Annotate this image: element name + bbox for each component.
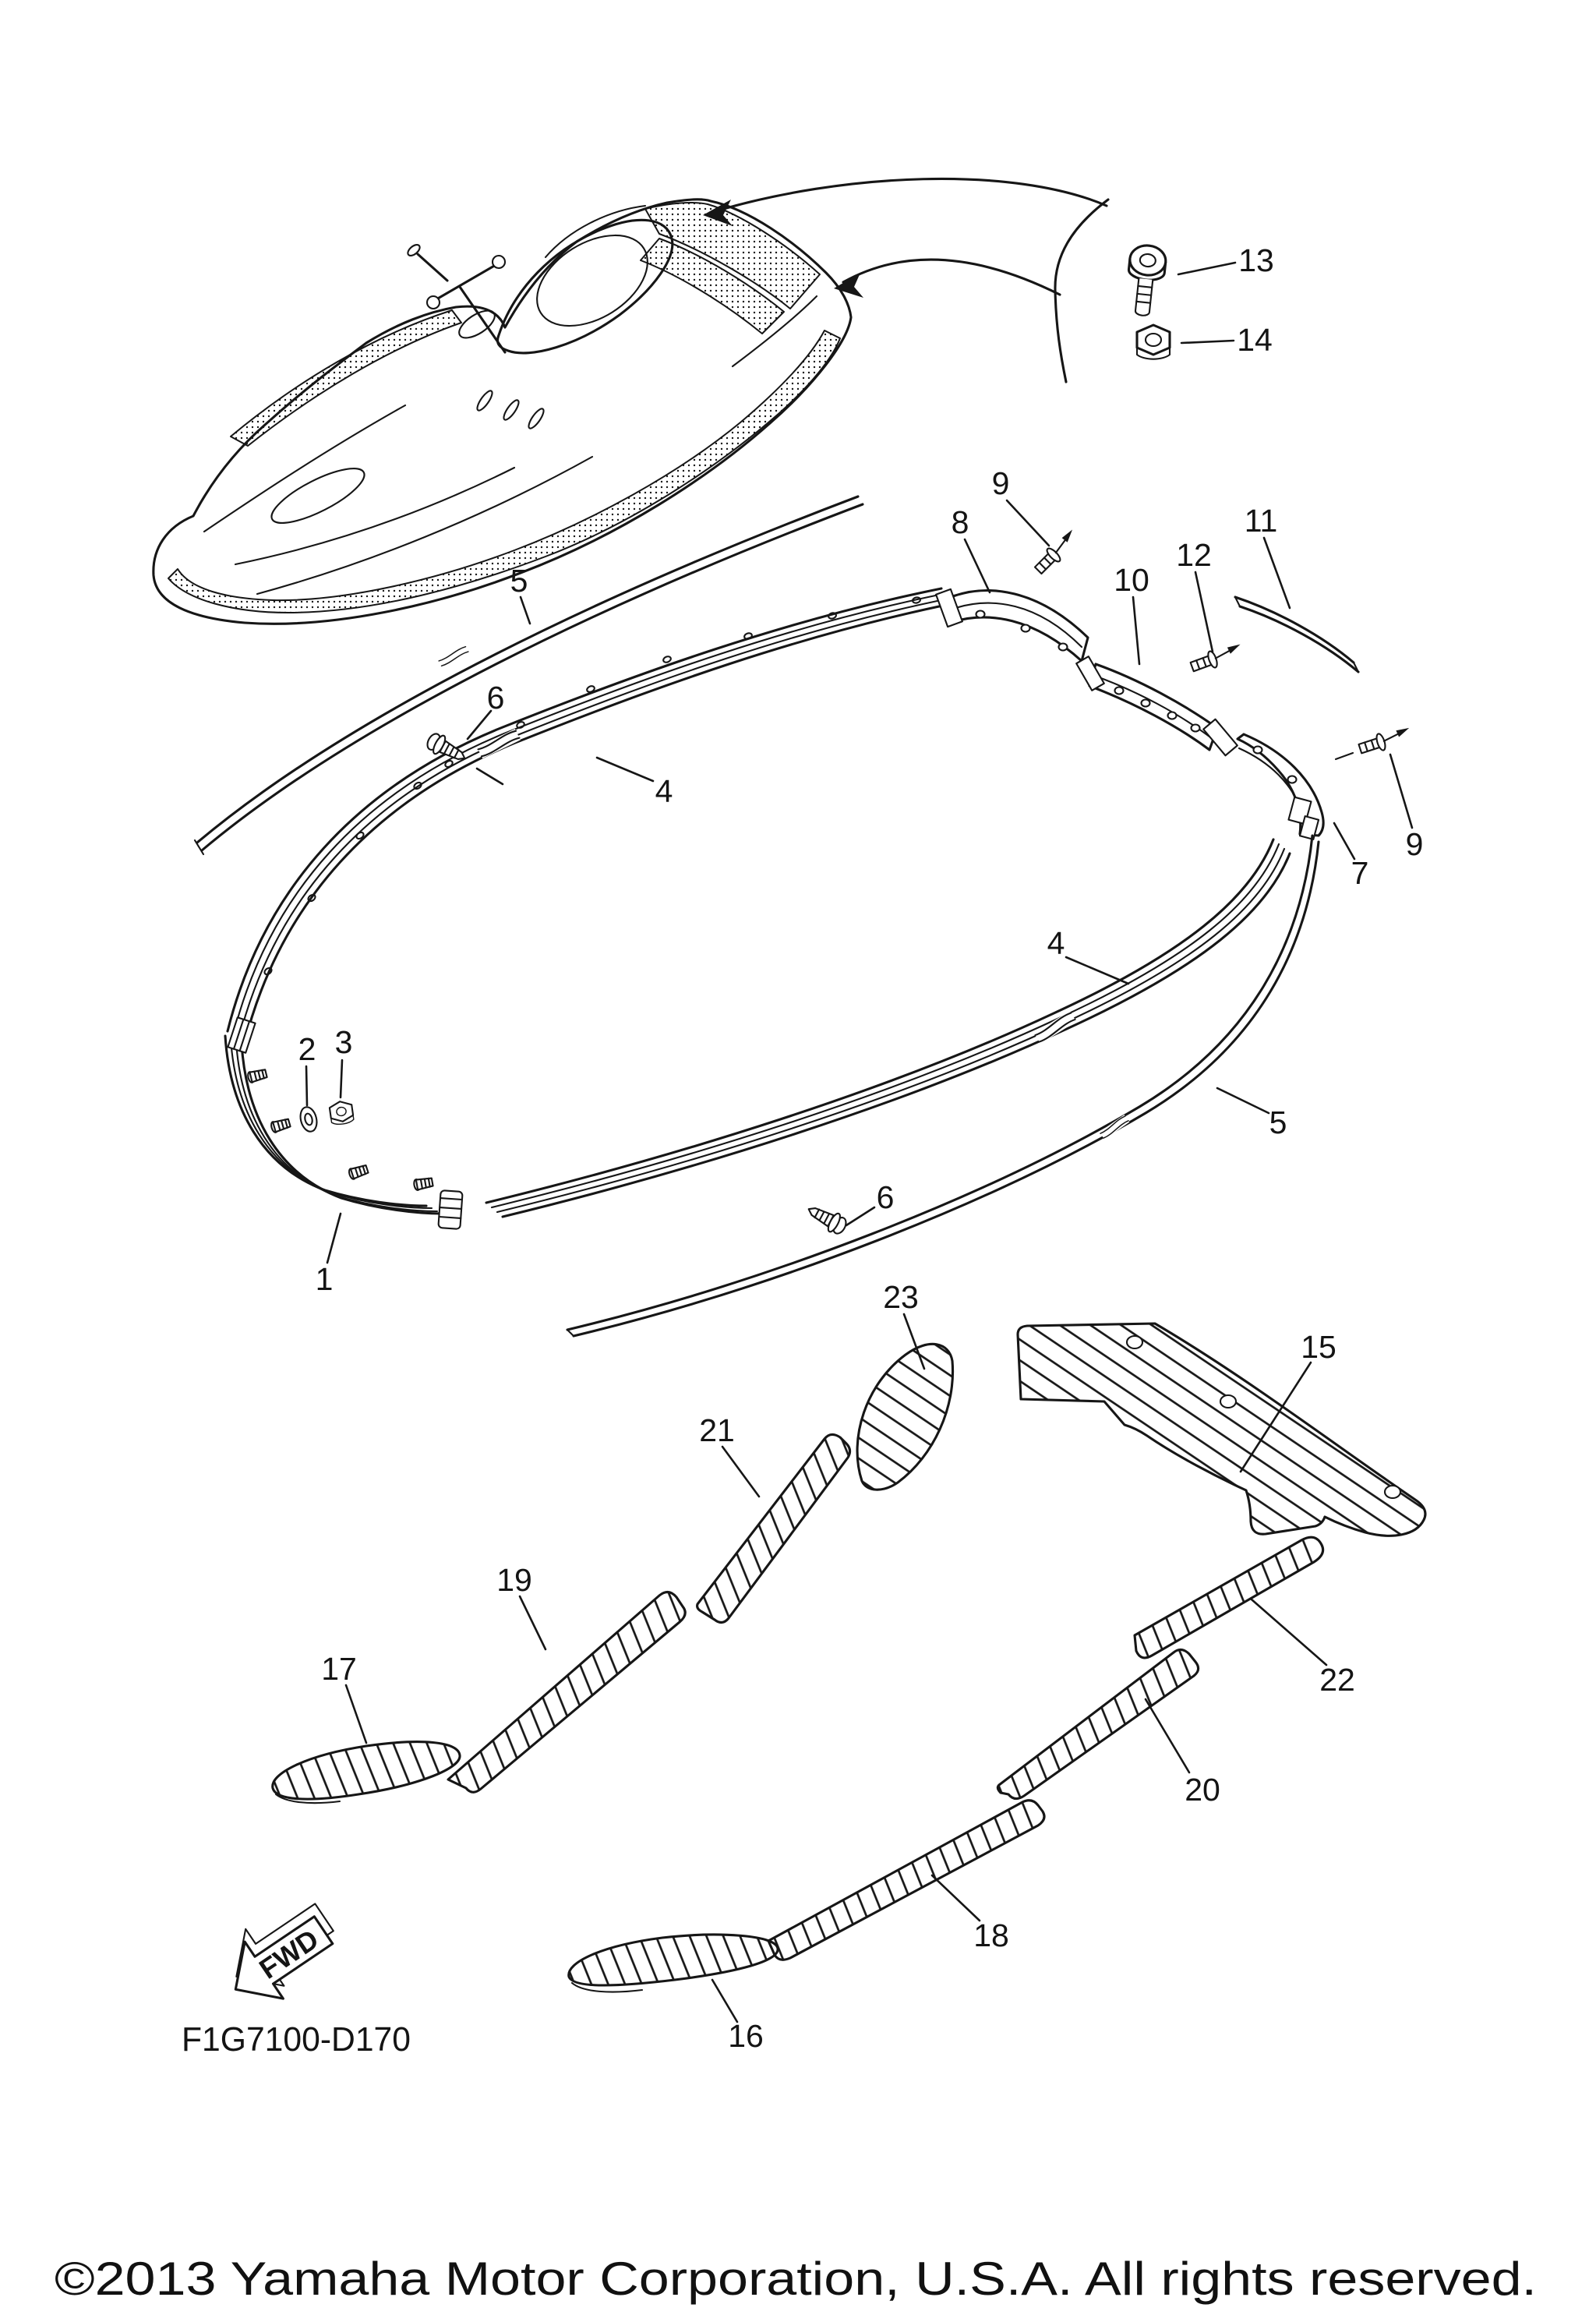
callout-2: 2 xyxy=(298,1031,316,1067)
callout-17: 17 xyxy=(321,1651,357,1687)
callout-5a: 5 xyxy=(510,563,528,599)
part-5-strip-upper xyxy=(193,495,864,856)
arrowhead-upper-icon xyxy=(703,200,733,226)
rear-deck-stipple xyxy=(644,202,821,309)
part-11-strip xyxy=(1234,596,1360,673)
callout-7: 7 xyxy=(1351,855,1369,891)
part-10-center-molding xyxy=(1075,656,1219,751)
part-5-strip-lower xyxy=(566,834,1320,1338)
callout-13: 13 xyxy=(1238,242,1274,278)
callout-labels: 13 14 5 8 9 10 12 11 6 4 9 7 4 5 2 3 1 6… xyxy=(298,242,1424,2054)
callout-12: 12 xyxy=(1176,537,1212,573)
callout-21: 21 xyxy=(699,1412,735,1448)
callout-6b: 6 xyxy=(877,1179,895,1215)
mat-19 xyxy=(447,1590,687,1794)
part-7-corner-molding xyxy=(1202,718,1325,840)
pointer-arrow-upper xyxy=(711,177,1108,214)
footwell-vents xyxy=(476,390,545,429)
washer-2-icon xyxy=(299,1106,318,1133)
watercraft-illustration xyxy=(152,198,853,625)
callout-22: 22 xyxy=(1319,1662,1355,1698)
copyright-text: ©2013 Yamaha Motor Corporation, U.S.A. A… xyxy=(55,2253,1537,2305)
mat-21 xyxy=(696,1433,852,1624)
callout-4b: 4 xyxy=(1047,925,1065,961)
pointer-arrow-lower xyxy=(842,258,1061,296)
mat-22 xyxy=(1133,1536,1325,1659)
rear-deck-stipple-2 xyxy=(640,238,785,334)
callout-18: 18 xyxy=(973,1917,1009,1953)
fastener-pointer-group xyxy=(703,177,1171,383)
callout-23: 23 xyxy=(883,1279,919,1315)
part-1-front-molding xyxy=(224,1016,464,1230)
gunwale-rails xyxy=(193,495,1414,1338)
callout-14: 14 xyxy=(1237,322,1273,358)
bolt-13-icon xyxy=(1127,244,1167,316)
callout-9a: 9 xyxy=(992,465,1010,501)
mat-17 xyxy=(271,1741,461,1801)
gunwale-stipple-band xyxy=(168,330,841,613)
callout-9b: 9 xyxy=(1406,826,1424,862)
callout-5b: 5 xyxy=(1269,1104,1287,1140)
deck-mats xyxy=(271,1322,1427,1993)
deck-stipple-band xyxy=(230,309,462,447)
mat-18 xyxy=(767,1799,1046,1961)
nut-14-icon xyxy=(1135,323,1171,360)
mat-23 xyxy=(856,1342,955,1491)
callout-3: 3 xyxy=(335,1024,353,1060)
mat-16 xyxy=(567,1933,779,1987)
part-8-corner-molding xyxy=(935,588,1089,663)
bracket-curve xyxy=(1054,198,1110,383)
callout-15: 15 xyxy=(1301,1329,1336,1365)
callout-6a: 6 xyxy=(487,680,505,716)
leader-lines xyxy=(305,261,1414,2023)
mat-20 xyxy=(996,1648,1200,1801)
callout-8: 8 xyxy=(952,504,969,540)
callout-19: 19 xyxy=(496,1562,532,1598)
callout-4a: 4 xyxy=(655,773,673,809)
part-4-rail-upper xyxy=(226,587,959,1047)
callout-20: 20 xyxy=(1185,1772,1220,1808)
rivet-dash xyxy=(1334,751,1354,761)
diagram-code: F1G7100-D170 xyxy=(182,2020,411,2059)
mat-15 xyxy=(1016,1322,1427,1537)
arrowhead-lower-icon xyxy=(834,273,863,298)
nut-3-icon xyxy=(328,1101,355,1125)
callout-10: 10 xyxy=(1114,562,1149,598)
part-4-rail-lower xyxy=(485,838,1291,1218)
callout-11: 11 xyxy=(1245,503,1278,539)
rail-holes xyxy=(263,596,921,976)
callout-1: 1 xyxy=(316,1261,334,1297)
callout-16: 16 xyxy=(728,2018,764,2054)
